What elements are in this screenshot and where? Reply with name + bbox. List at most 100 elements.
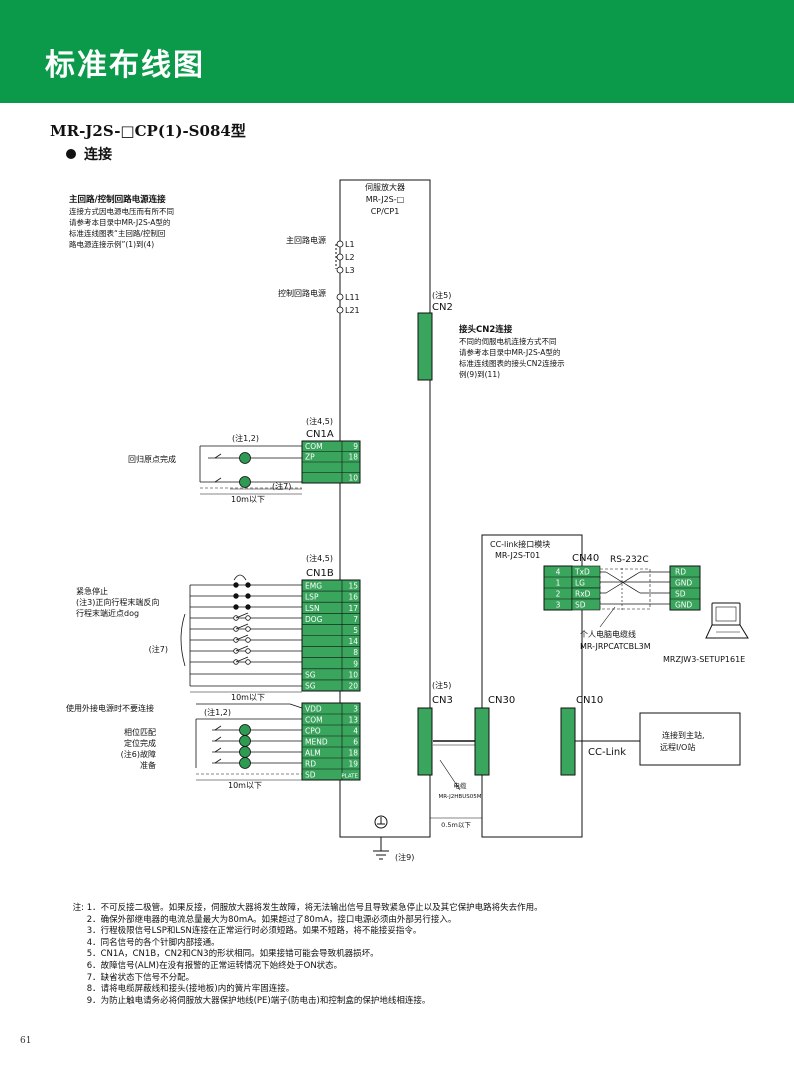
pc-signal: GND — [675, 601, 692, 610]
cn40-signal-cell — [571, 598, 601, 611]
pin-number: 18 — [348, 453, 358, 462]
cn40-pin: 2 — [556, 590, 561, 599]
notes-prefix: 注: — [72, 903, 84, 913]
cn1b-distance: 10m以下 — [231, 693, 265, 702]
cn1a-note7: (注7) — [272, 481, 291, 491]
main-circuit-power-label: 主回路电源 — [286, 235, 326, 245]
power-terminal-icon — [336, 293, 344, 301]
pin-number: 6 — [353, 738, 358, 747]
cn1b-left-label: 行程末端近点dog — [76, 608, 139, 618]
pin-number: 17 — [348, 604, 358, 613]
main-power-line: 标准连线图表“主回路/控制回 — [69, 228, 165, 238]
rs232c-label: RS-232C — [610, 555, 649, 565]
pc-signal: RD — [675, 568, 686, 577]
pin-number: 18 — [348, 749, 358, 758]
cn10-connector — [560, 707, 576, 776]
pin-number: 4 — [353, 727, 358, 736]
pin-signal: ALM — [305, 749, 321, 758]
note-item: 7．缺省状态下信号不分配。 — [86, 972, 195, 983]
cn2-block-line: 例(9)到(11) — [459, 369, 500, 379]
cn3-cable-label: 电缆 — [454, 781, 468, 790]
amp-label-2: MR-J2S-□ — [366, 195, 404, 204]
note-item: 5．CN1A，CN1B，CN2和CN3的形状相同。如果接错可能会导致机器损坏。 — [86, 949, 379, 960]
pc-signal: SD — [675, 590, 686, 599]
power-terminal-label: L1 — [345, 240, 355, 249]
setup-software-label: MRZJW3-SETUP161E — [663, 655, 745, 664]
pin-number: 14 — [348, 637, 358, 646]
cn30-connector — [474, 707, 490, 776]
note-item: 2．确保外部继电器的电流总量最大为80mA。如果超过了80mA，接口电源必须由外… — [86, 914, 457, 925]
pc-signal: GND — [675, 579, 692, 588]
pin-signal: COM — [305, 716, 323, 725]
cn1b-label: CN1B — [306, 568, 334, 579]
cn40-pin: 3 — [556, 601, 561, 610]
model-title: MR-J2S-□CP(1)-S084型 — [50, 122, 246, 140]
cn2-block-title: 接头CN2连接 — [459, 324, 513, 335]
page-number: 61 — [20, 1036, 32, 1046]
cn1a-note12: (注1,2) — [232, 433, 259, 443]
module-label-1: CC-link接口模块 — [490, 539, 550, 549]
notes-block: 注: 1．不可反接二极管。如果反接，伺服放大器将发生故障，将无法输出信号且导致紧… — [58, 903, 778, 1007]
pin-number: 5 — [353, 626, 358, 635]
pin-number: 7 — [353, 615, 358, 624]
cn2-block-line: 标准连线图表的接头CN2连接示 — [459, 358, 565, 368]
pin-signal: COM — [305, 442, 323, 451]
main-power-line: 连接方式因电源电压而有所不同 — [69, 206, 174, 216]
control-circuit-power-label: 控制回路电源 — [278, 288, 326, 298]
pc-cable-model: MR-JRPCATCBL3M — [580, 642, 651, 651]
cn1a-label: CN1A — [306, 429, 334, 440]
pin-signal: DOG — [305, 615, 323, 624]
cn30-label: CN30 — [488, 695, 515, 706]
cn40-signal: RxD — [575, 590, 591, 599]
ground-note: (注9) — [395, 852, 414, 862]
cn10-label: CN10 — [576, 695, 603, 706]
relay-led-icon — [239, 476, 251, 488]
laptop-icon — [705, 602, 749, 639]
power-terminal-icon — [336, 266, 344, 274]
bullet-icon — [66, 149, 76, 159]
page-title: 标准布线图 — [45, 48, 205, 83]
ext-power-label: 使用外接电源时不要连接 — [66, 703, 154, 713]
pin-signal: CPO — [305, 727, 321, 736]
relay-led-icon — [239, 735, 251, 747]
cclink-label: CC-Link — [588, 747, 626, 758]
amp-label-3: CP/CP1 — [371, 207, 400, 216]
pin-signal: SG — [305, 682, 316, 691]
cn40-signal: TxD — [574, 568, 590, 577]
power-terminal-icon — [336, 240, 344, 248]
output-label: 定位完成 — [124, 738, 156, 748]
pin-signal: ZP — [305, 453, 315, 462]
cn1b-left-label: (注3)正向行程末端反向 — [76, 597, 159, 607]
main-power-line: 路电源连接示例”(1)到(4) — [69, 239, 154, 249]
pin-number: 15 — [348, 582, 358, 591]
pin-number: 8 — [353, 648, 358, 657]
pe-ground-icon — [374, 815, 388, 829]
power-terminal-label: L11 — [345, 293, 360, 302]
cn40-pin: 1 — [556, 579, 561, 588]
pin-number: 10 — [348, 670, 358, 679]
cn3-note: (注5) — [432, 680, 451, 690]
output-label: (注6)故障 — [121, 749, 156, 759]
station-label-2: 远程I/O站 — [660, 742, 695, 752]
main-power-line: 请参考本目录中MR-J2S-A型的 — [69, 217, 170, 227]
cn1b-note7: (注7) — [149, 644, 168, 654]
cn3-connector — [417, 707, 433, 776]
pin-signal: LSN — [305, 604, 320, 613]
note-item: 3．行程极限信号LSP和LSN连接在正常运行时必须短路。如果不短路，将不能接妥指… — [86, 926, 422, 937]
cn40-signal: LG — [575, 579, 585, 588]
cn2-block-line: 请参考本目录中MR-J2S-A型的 — [459, 347, 560, 357]
power-terminal-icon — [336, 306, 344, 314]
cn3-distance: 0.5m以下 — [441, 821, 471, 829]
header-banner: 标准布线图 — [0, 0, 794, 103]
pin-signal: MEND — [305, 738, 328, 747]
cn3-cable-model: MR-J2HBUS05M — [439, 794, 482, 800]
pin-signal: EMG — [305, 582, 322, 591]
cn3-label: CN3 — [432, 695, 453, 706]
cn40-signal: SD — [575, 601, 586, 610]
module-label-2: MR-J2S-T01 — [495, 551, 540, 560]
pin-signal: LSP — [305, 593, 319, 602]
pin-number: 13 — [348, 716, 358, 725]
